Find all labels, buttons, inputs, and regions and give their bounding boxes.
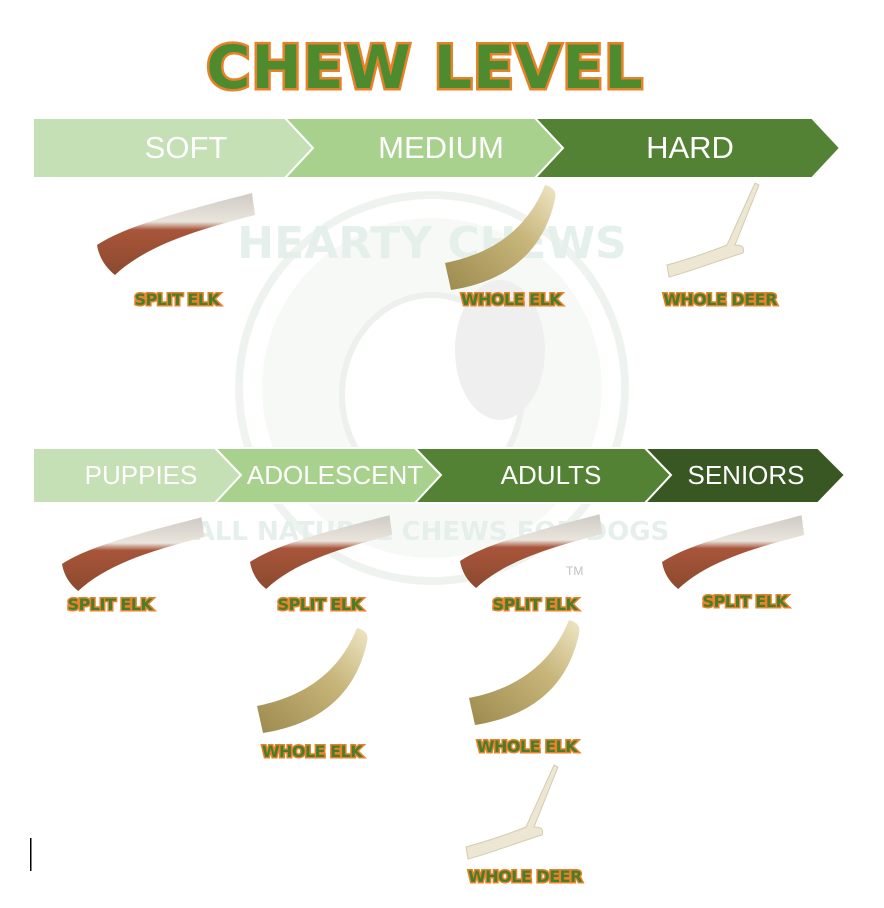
split-elk-image [62, 517, 205, 591]
chew-level-bar [32, 117, 842, 179]
item-label: SPLIT ELK [68, 595, 154, 614]
item-label: WHOLE ELK [477, 737, 578, 756]
watermark-tm: TM [566, 564, 583, 578]
chew-level-soft: SOFT [145, 130, 228, 165]
whole-elk-image [469, 620, 580, 725]
whole-deer-image [465, 764, 559, 860]
item-label: SPLIT ELK [703, 592, 789, 611]
whole-elk-image [257, 628, 368, 733]
whole-deer-image [666, 182, 760, 278]
age-group-adults: ADULTS [501, 460, 602, 490]
chew-level-medium: MEDIUM [378, 130, 504, 165]
split-elk-image [97, 193, 255, 275]
page-title: CHEW LEVEL [206, 33, 643, 103]
chevron-hard [532, 117, 842, 179]
item-label: SPLIT ELK [135, 290, 221, 309]
item-label: WHOLE ELK [262, 742, 363, 761]
split-elk-image [662, 515, 805, 589]
item-label: WHOLE DEER [663, 290, 777, 309]
watermark-brand: HEARTY CHEWS [237, 218, 626, 269]
text-cursor [30, 838, 32, 871]
age-group-puppies: PUPPIES [85, 460, 198, 490]
item-label: WHOLE DEER [468, 867, 582, 886]
age-group-adolescent: ADOLESCENT [247, 460, 423, 490]
age-group-seniors: SENIORS [687, 460, 804, 490]
item-label: SPLIT ELK [493, 595, 579, 614]
chevron-seniors [642, 447, 847, 504]
chew-level-hard: HARD [646, 130, 734, 165]
age-group-bar [32, 447, 847, 504]
item-label: WHOLE ELK [461, 290, 562, 309]
item-label: SPLIT ELK [278, 595, 364, 614]
